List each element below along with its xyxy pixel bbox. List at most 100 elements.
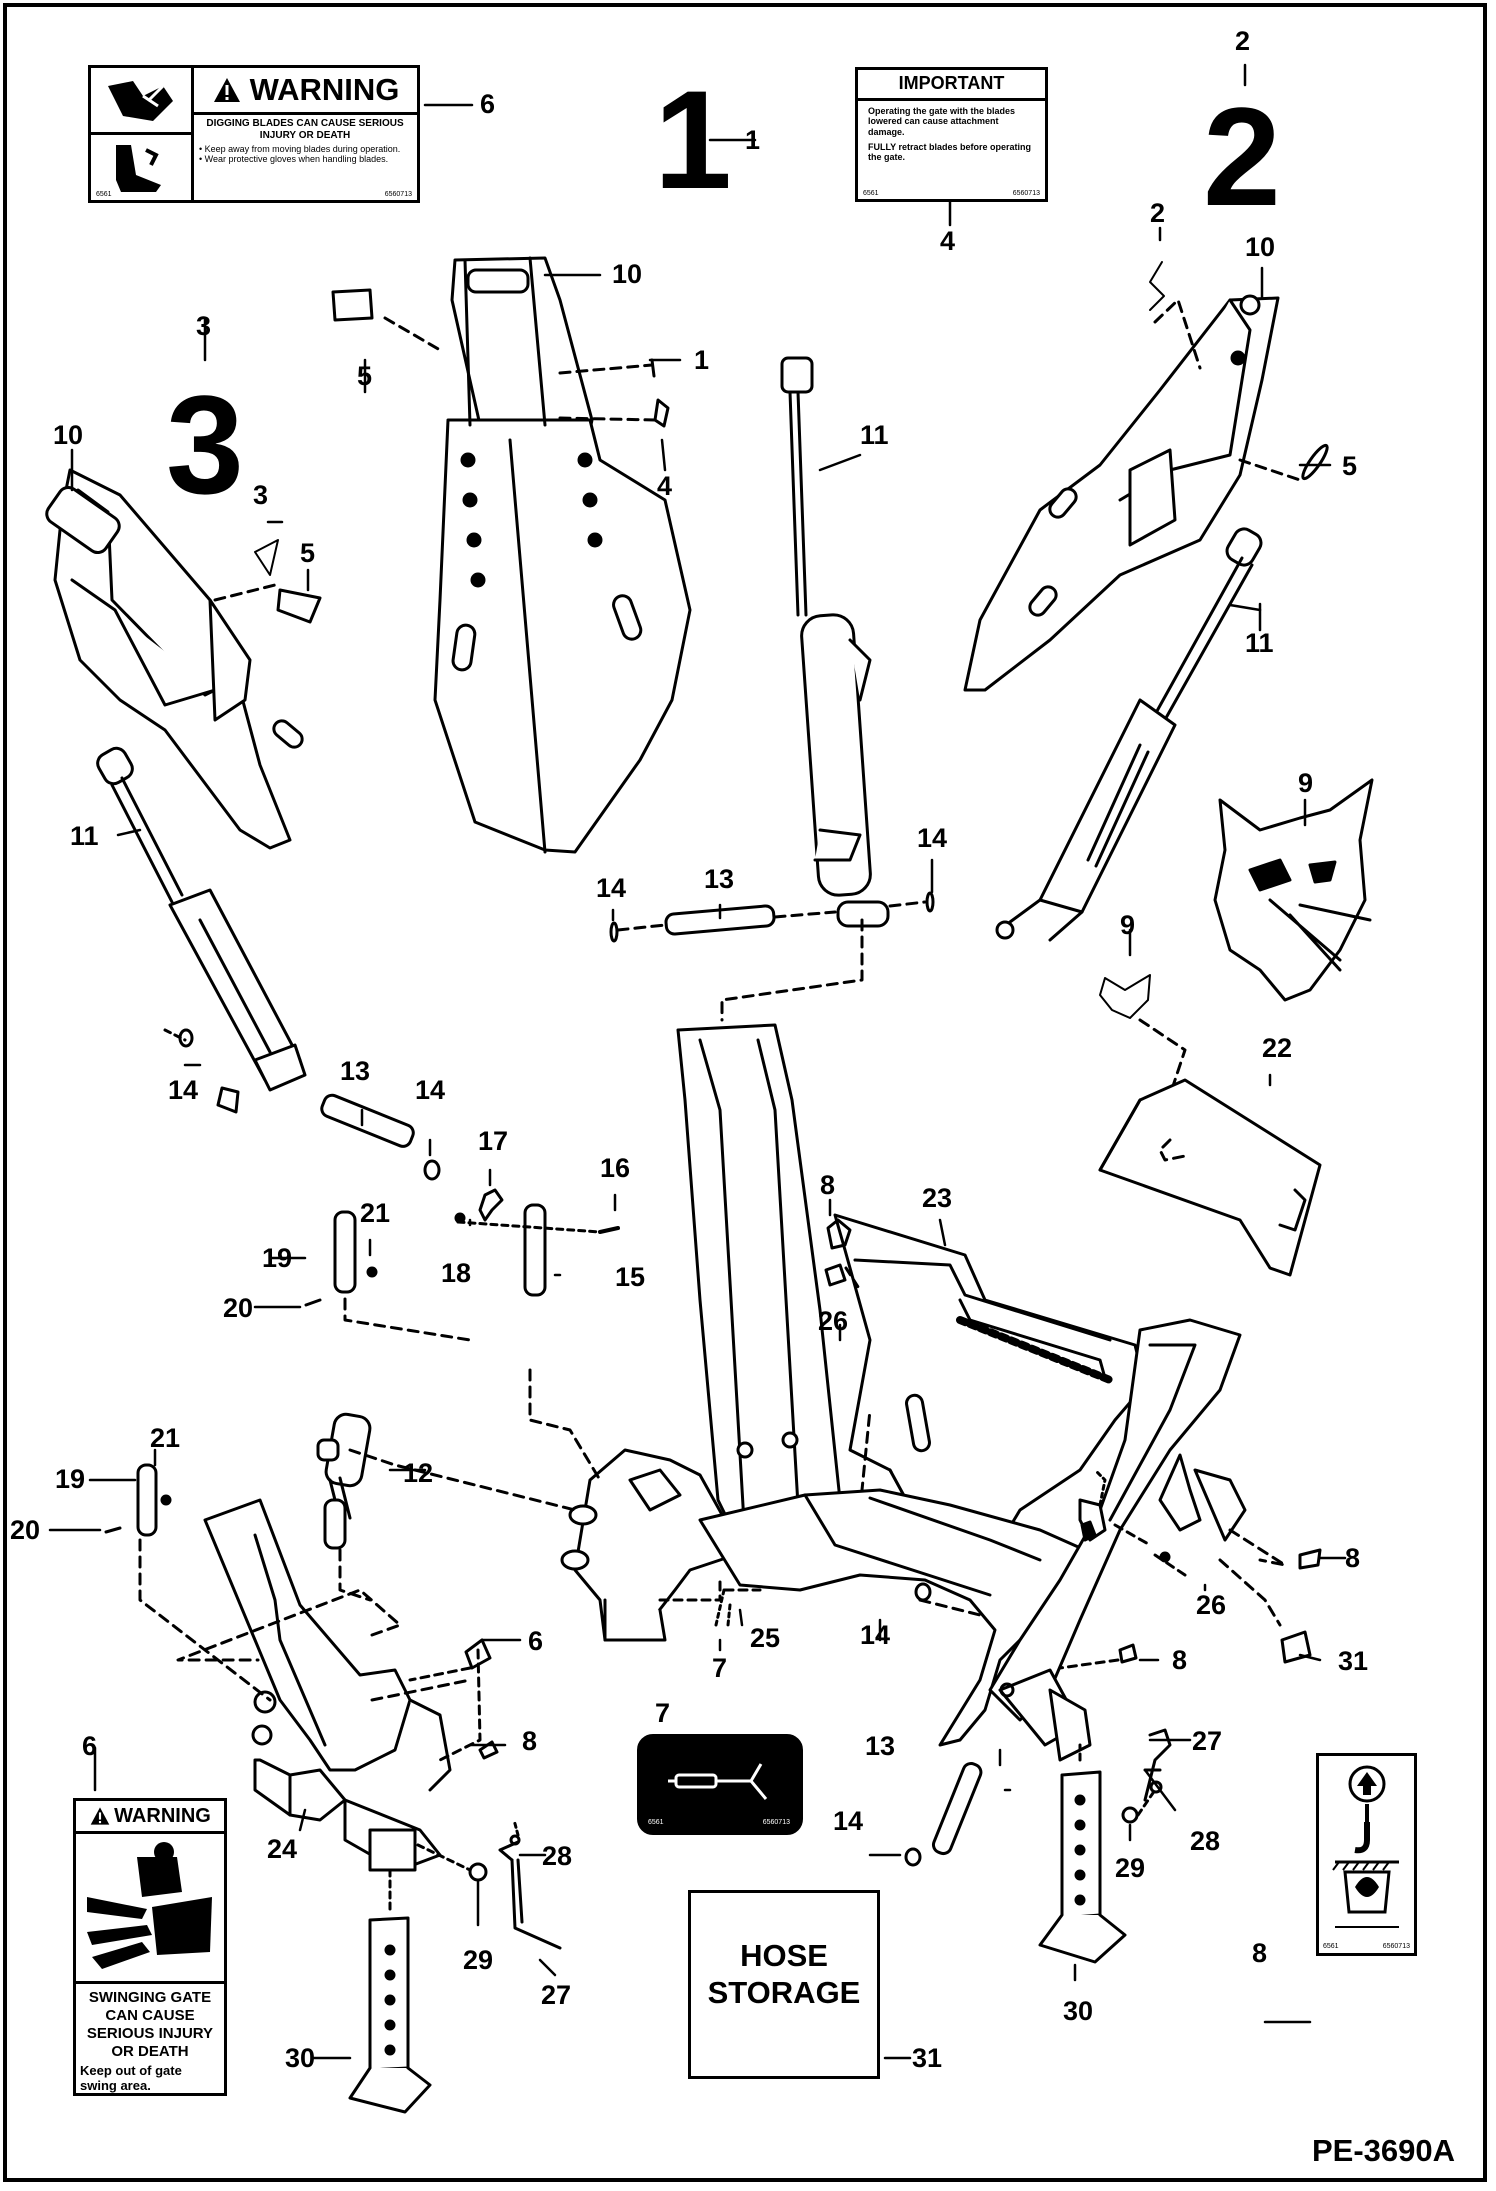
callout-14: 14 (415, 1075, 446, 1105)
important-text-2: FULLY retract blades before operating th… (868, 142, 1032, 163)
callout-8: 8 (1252, 1938, 1268, 1968)
callout-16: 16 (600, 1153, 631, 1183)
blade-assembly-variant-3 (45, 468, 304, 850)
warning-body: DIGGING BLADES CAN CAUSE SERIOUS INJURY … (199, 118, 411, 165)
callout-27: 27 (1192, 1726, 1223, 1756)
callout-8: 8 (522, 1726, 538, 1756)
callout-25: 25 (750, 1623, 781, 1653)
warning-gate-text: Keep out of gate swing area. (80, 2063, 182, 2093)
callout-10: 10 (1245, 232, 1276, 262)
important-title: IMPORTANT (858, 70, 1045, 101)
decal-code-right: 6560713 (1012, 190, 1040, 197)
callout-13: 13 (704, 864, 735, 894)
callout-12: 12 (403, 1458, 434, 1488)
callout-2: 2 (1150, 198, 1166, 228)
callout-23: 23 (922, 1183, 953, 1213)
decal-code-right: 6560713 (1382, 1943, 1410, 1950)
callout-26: 26 (818, 1306, 849, 1336)
callout-10: 10 (53, 420, 84, 450)
callout-31: 31 (1338, 1646, 1369, 1676)
important-decal: IMPORTANT Operating the gate with the bl… (855, 67, 1048, 202)
variant-number-2: 2 (1203, 78, 1281, 235)
callout-3: 3 (253, 480, 269, 510)
stand-30-right (1038, 1770, 1127, 1964)
decal-code-left: 6561 (863, 190, 879, 197)
callout-13: 13 (340, 1056, 371, 1086)
callout-11: 11 (1245, 628, 1274, 658)
pin-15 (523, 1203, 547, 1297)
hose-storage-decal: HOSE STORAGE (688, 1890, 880, 2079)
base-structure (698, 1488, 1092, 1747)
callout-5: 5 (1342, 451, 1358, 481)
callout-9: 9 (1298, 768, 1314, 798)
callout-20: 20 (223, 1293, 254, 1323)
callout-14: 14 (168, 1075, 199, 1105)
diagram-frame (3, 3, 1487, 2182)
pin-19-upper (333, 1210, 357, 1294)
callout-13: 13 (865, 1731, 896, 1761)
callout-6: 6 (528, 1626, 544, 1656)
callout-3: 3 (196, 311, 212, 341)
decal-code-right: 6560713 (762, 1819, 790, 1826)
callout-27: 27 (541, 1980, 572, 2010)
callout-24: 24 (267, 1834, 298, 1864)
callout-21: 21 (360, 1198, 391, 1228)
callout-6: 6 (480, 89, 496, 119)
pin-13-left (320, 1093, 415, 1148)
callout-10: 10 (612, 259, 643, 289)
callout-2: 2 (1235, 26, 1251, 56)
callout-29: 29 (1115, 1853, 1146, 1883)
blade-assembly-variant-2 (963, 294, 1280, 692)
callout-11: 11 (70, 821, 99, 851)
callout-19: 19 (55, 1464, 86, 1494)
decal-code-left: 6561 (1323, 1943, 1339, 1950)
variant-number-3: 3 (166, 366, 244, 523)
hose-storage-line-2: STORAGE (707, 1974, 861, 2010)
hydraulic-decal-7: 6561 6560713 (637, 1734, 803, 1835)
warning-gate-body: SWINGING GATE CAN CAUSE SERIOUS INJURY O… (80, 1989, 220, 2094)
callout-8: 8 (1345, 1543, 1361, 1573)
boom-column (676, 1023, 842, 1557)
blade-assembly-variant-1 (433, 256, 692, 854)
leader-lines (48, 63, 1347, 2060)
decal-code-left: 6561 (648, 1819, 664, 1826)
gate-arm-24 (203, 1498, 452, 1872)
callout-9: 9 (1120, 910, 1136, 940)
warning-bullet-1: • Keep away from moving blades during op… (199, 144, 401, 154)
callout-1: 1 (694, 345, 710, 375)
callout-30: 30 (285, 2043, 316, 2073)
lift-hook-icon (1332, 1765, 1399, 1928)
callout-5: 5 (300, 538, 316, 568)
callout-6: 6 (82, 1731, 98, 1761)
callout-29: 29 (463, 1945, 494, 1975)
cylinder-11-left (96, 746, 307, 1092)
warning-triangle-icon (213, 78, 240, 102)
callout-28: 28 (542, 1841, 573, 1871)
callout-14: 14 (596, 873, 627, 903)
glove-icon (116, 145, 161, 192)
swinging-gate-crush-icon (87, 1842, 212, 1969)
cylinder-12 (316, 1412, 372, 1550)
variant-number-1: 1 (654, 61, 732, 218)
pivot-base (560, 1448, 737, 1642)
warning-gate-title: WARNING (114, 1804, 211, 1827)
callout-7: 7 (712, 1653, 728, 1683)
warning-triangle-icon (90, 1807, 110, 1825)
callout-5: 5 (357, 361, 373, 391)
cylinder-11-right (995, 527, 1263, 942)
hose-storage-text: HOSE STORAGE (691, 1938, 877, 2011)
warning-decal-blades: WARNING DIGGING BLADES CAN CAUSE SERIOUS… (88, 65, 420, 203)
cylinder-11-center (780, 356, 890, 928)
decal-code-right: 6560713 (384, 191, 412, 198)
warning-gate-header: WARNING (76, 1801, 224, 1834)
callout-4: 4 (657, 471, 673, 501)
lift-point-decal: 6561 6560713 (1316, 1753, 1417, 1956)
callout-7: 7 (655, 1698, 671, 1728)
important-text-1: Operating the gate with the blades lower… (868, 106, 1016, 137)
hydraulic-cylinder-icon (668, 1763, 768, 1800)
callout-1: 1 (745, 125, 761, 155)
callout-17: 17 (478, 1126, 509, 1156)
warning-bullet-2: • Wear protective gloves when handling b… (199, 154, 389, 165)
bobcat-decal-small (1099, 974, 1151, 1019)
warning-pictogram-panel (91, 68, 194, 200)
